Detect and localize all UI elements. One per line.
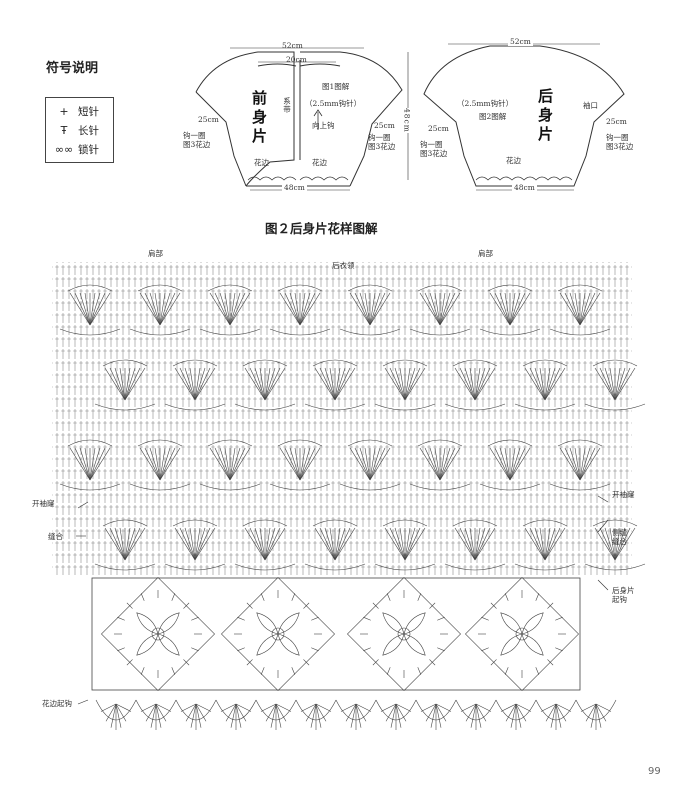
- double-crochet-symbol-icon: Ŧ: [60, 124, 68, 137]
- shoulder-right-label: 肩部: [478, 249, 493, 258]
- back-top-width: 52cm: [508, 37, 533, 46]
- pineapple-fan: [164, 359, 226, 411]
- pineapple-fan: [94, 359, 156, 411]
- front-tie-label: 系带: [282, 97, 292, 114]
- back-pattern-ref: 图2图解: [479, 112, 507, 121]
- pineapple-fan: [514, 519, 576, 571]
- legend-item-chain: ∞∞ 锁针: [50, 142, 99, 157]
- pineapple-fan: [199, 439, 261, 491]
- legend-label: 锁针: [78, 144, 99, 156]
- flower-motif: [101, 577, 215, 691]
- pineapple-fan: [199, 284, 261, 336]
- flower-motif: [465, 577, 579, 691]
- pineapple-fan: [549, 439, 611, 491]
- seam-left-label: 缝合: [48, 532, 63, 541]
- pineapple-fan: [129, 439, 191, 491]
- front-top-width-label: 52cm: [282, 41, 303, 50]
- pineapple-fan: [164, 519, 226, 571]
- piece-height-label: 48cm: [402, 108, 412, 133]
- pineapple-fan: [374, 359, 436, 411]
- front-bottom-width: 48cm: [282, 183, 307, 192]
- scallop-shell: [495, 699, 537, 730]
- legend-box: + 短针 Ŧ 长针 ∞∞ 锁针: [45, 97, 114, 163]
- front-hem-left: 花边: [254, 158, 269, 167]
- pineapple-fan: [514, 359, 576, 411]
- front-inner-width-label: 20cm: [286, 55, 307, 64]
- sleeve-open-right-label: 开袖窿: [612, 490, 635, 499]
- pineapple-fan: [94, 519, 156, 571]
- pineapple-fan: [444, 519, 506, 571]
- front-hem-right: 花边: [312, 158, 327, 167]
- front-hook-label: （2.5mm钩针）: [305, 99, 362, 108]
- pineapple-fan: [409, 439, 471, 491]
- scallop-shell: [575, 699, 617, 730]
- legend-item-double-crochet: Ŧ 长针: [50, 123, 99, 138]
- pineapple-fan: [584, 359, 646, 411]
- scallop-shell: [535, 699, 577, 730]
- pineapple-fan: [304, 359, 366, 411]
- chain-symbol-icon: ∞∞: [54, 143, 74, 156]
- back-piece-title: 后身片: [536, 88, 554, 145]
- back-round-note-right: 钩一圈 图3花边: [606, 133, 634, 151]
- hem-start-label: 花边起钩: [42, 699, 72, 708]
- back-start-label: 后身片 起钩: [612, 586, 635, 605]
- pineapple-fan: [549, 284, 611, 336]
- front-pattern-ref: 图1图解: [322, 82, 350, 91]
- front-direction-label: 向上钩: [312, 121, 335, 130]
- pineapple-fan: [339, 284, 401, 336]
- pineapple-fan: [374, 519, 436, 571]
- back-armhole-label: 袖口: [583, 101, 598, 110]
- back-side-right: 25cm: [606, 117, 627, 126]
- shoulder-left-label: 肩部: [148, 249, 163, 258]
- legend-label: 短针: [78, 106, 99, 118]
- pineapple-fan: [234, 519, 296, 571]
- pineapple-fan: [444, 359, 506, 411]
- legend-item-single-crochet: + 短针: [50, 104, 99, 119]
- single-crochet-symbol-icon: +: [59, 105, 69, 118]
- front-side-left: 25cm: [198, 115, 219, 124]
- page-number: 99: [648, 766, 661, 777]
- flower-motif: [347, 577, 461, 691]
- scallop-shell: [375, 699, 417, 730]
- pineapple-fan: [584, 519, 646, 571]
- flower-motif: [221, 577, 335, 691]
- pineapple-fan: [479, 439, 541, 491]
- front-round-note-right: 钩一圈 图3花边: [368, 133, 396, 151]
- back-hem-label: 花边: [506, 156, 521, 165]
- pineapple-fan: [269, 284, 331, 336]
- pineapple-fan: [304, 519, 366, 571]
- back-hook-label: （2.5mm钩针）: [457, 99, 514, 108]
- pineapple-fan: [479, 284, 541, 336]
- pineapple-fan: [59, 284, 121, 336]
- scallop-shell: [135, 699, 177, 730]
- scallop-shell: [95, 699, 137, 730]
- back-bottom-width: 48cm: [512, 183, 537, 192]
- pineapple-fan: [339, 439, 401, 491]
- scallop-shell: [335, 699, 377, 730]
- front-piece-title: 前身片: [250, 90, 268, 147]
- back-round-note-left: 钩一圈 图3花边: [420, 140, 448, 158]
- pineapple-fan: [269, 439, 331, 491]
- side-seam-right-label: 侧缝 缝合: [612, 528, 627, 547]
- scallop-shell: [295, 699, 337, 730]
- front-round-note-left: 钩一圈 图3花边: [183, 131, 211, 149]
- scallop-shell: [415, 699, 457, 730]
- pineapple-fan: [129, 284, 191, 336]
- pineapple-fan: [234, 359, 296, 411]
- scallop-shell: [455, 699, 497, 730]
- scallop-shell: [175, 699, 217, 730]
- neckline-label: 后衣领: [332, 261, 355, 270]
- legend-title: 符号说明: [46, 61, 99, 76]
- legend-label: 长针: [78, 125, 99, 137]
- diagram-title: 图２后身片花样图解: [265, 221, 378, 236]
- front-side-right: 25cm: [374, 121, 395, 130]
- sleeve-open-left-label: 开袖窿: [32, 499, 55, 508]
- pineapple-fan: [409, 284, 471, 336]
- pineapple-fan: [59, 439, 121, 491]
- scallop-shell: [215, 699, 257, 730]
- scallop-shell: [255, 699, 297, 730]
- back-side-left: 25cm: [428, 124, 449, 133]
